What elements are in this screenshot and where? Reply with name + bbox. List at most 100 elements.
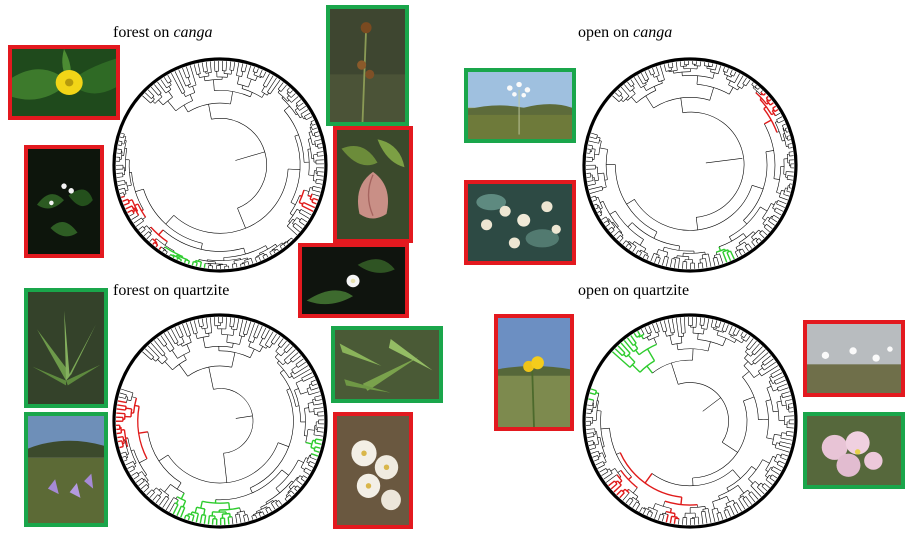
tree-branch [629,246,631,249]
tree-branch [723,67,724,71]
tree-branch [647,366,653,373]
tree-branch [780,442,791,445]
tree-branch [736,330,739,336]
tree-branch [158,100,163,105]
tree-branch [181,493,184,499]
tree-branch [304,113,310,116]
tree-branch [185,260,186,263]
tree-branch [128,210,133,212]
tree-branch [184,105,188,112]
tree-branch [147,234,152,239]
tree-branch [777,384,787,388]
tree-branch [645,327,648,334]
tree-branch [281,85,286,92]
tree-branch [300,195,302,196]
tree-branch [705,258,707,267]
tree-branch [165,345,170,351]
tree-branch [182,337,185,343]
tree-branch [166,215,174,224]
photo-rosette-plant [24,288,108,408]
tree-branch [240,336,242,344]
tree-branch [742,249,745,253]
tree-branch [156,245,158,247]
tree-branch [177,343,178,346]
tree-branch [767,386,771,388]
tree-branch [774,434,781,435]
tree-branch [744,361,748,365]
tree-branch [782,454,788,456]
tree-branch [310,457,317,460]
tree-branch [611,230,614,233]
tree-branch [117,409,126,410]
tree-branch [183,501,186,507]
tree-branch [312,144,315,145]
tree-branch [611,468,615,471]
tree-branch [296,100,301,104]
tree-branch [759,238,761,240]
tree-branch [678,258,679,268]
tree-branch [771,369,780,374]
tree-branch [304,436,307,437]
tree-branch [117,437,123,438]
tree-branch [778,120,784,123]
tree-branch [600,148,608,149]
tree-branch [628,223,632,227]
tree-branch [782,140,785,141]
tree-branch [299,221,304,225]
tree-branch [785,188,787,189]
tree-branch [596,208,599,209]
tree-branch [310,124,311,125]
tree-branch [738,485,744,493]
tree-branch [733,328,736,334]
tree-branch [134,218,142,223]
tree-branch [206,62,207,72]
tree-branch [756,241,758,243]
tree-branch [243,321,247,334]
tree-branch [775,448,789,452]
tree-branch [648,507,649,509]
tree-branch [588,399,593,400]
tree-branch [294,369,310,378]
tree-branch [776,380,786,384]
tree-branch [627,489,629,491]
panel-title-forest-quartzite: forest on quartzite [113,282,229,300]
tree-branch [761,364,763,366]
tree-branch [163,250,164,252]
tree-branch [626,99,628,101]
tree-branch [594,459,599,461]
tree-branch [173,504,178,513]
tree-branch [590,190,603,194]
tree-branch [767,224,773,228]
tree-branch [293,226,300,232]
tree-branch [263,72,266,78]
tree-branch [621,100,623,102]
tree-branch [250,349,254,358]
tree-branch [596,197,598,198]
tree-branch [737,76,743,86]
tree-branch [269,507,271,511]
tree-branch [641,329,644,334]
tree-branch [705,511,707,523]
tree-branch [135,204,138,206]
tree-node-arc [683,112,744,217]
tree-branch [758,88,760,90]
tree-branch [274,251,275,253]
tree-branch [657,249,659,254]
tree-branch [307,462,309,463]
tree-branch [727,68,729,72]
tree-branch [257,68,259,73]
tree-branch [304,118,306,119]
tree-node-arc [733,334,736,336]
tree-branch [188,514,189,516]
tree-branch [782,433,787,434]
tree-branch [774,211,781,215]
tree-branch [300,116,302,117]
tree-branch [756,238,758,240]
tree-branch [653,504,655,509]
tree-branch [742,340,744,343]
tree-branch [237,76,239,84]
tree-branch [606,224,610,227]
tree-branch [698,333,699,339]
tree-branch [755,85,757,87]
tree-branch [121,133,124,134]
